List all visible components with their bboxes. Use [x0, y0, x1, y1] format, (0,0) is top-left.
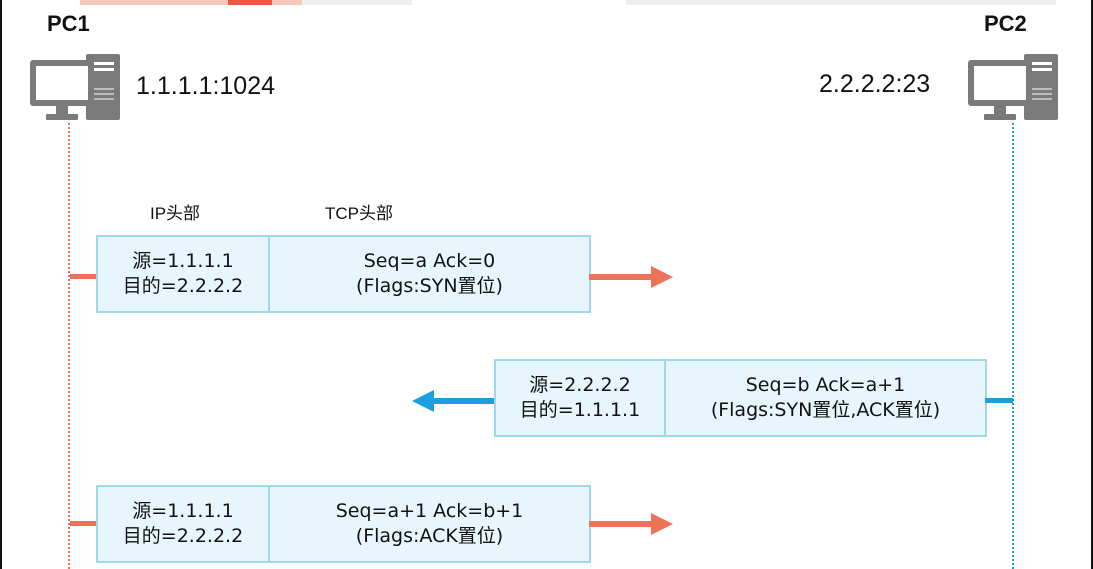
packet-1-arrow-tail [70, 274, 98, 279]
top-highlight-strip-accent [228, 0, 272, 5]
packet-src: 源=1.1.1.1 [132, 500, 234, 522]
frame-border-right [1091, 0, 1093, 569]
packet-src: 源=2.2.2.2 [529, 374, 631, 396]
packet-tcp-header: Seq=a Ack=0 (Flags:SYN置位) [270, 237, 589, 311]
frame-border-left [0, 0, 2, 569]
computer-icon [968, 54, 1058, 120]
computer-icon [30, 54, 120, 120]
packet-3-arrow-tail [70, 521, 98, 526]
packet-dst: 目的=1.1.1.1 [519, 399, 641, 421]
packet-flags: (Flags:SYN置位) [356, 275, 503, 297]
packet-ip-header: 源=2.2.2.2 目的=1.1.1.1 [496, 361, 666, 435]
packet-2-arrow-tail [985, 398, 1013, 403]
packet-syn-ack: 源=2.2.2.2 目的=1.1.1.1 Seq=b Ack=a+1 (Flag… [494, 359, 987, 437]
packet-ip-header: 源=1.1.1.1 目的=2.2.2.2 [98, 487, 270, 561]
pc1-address: 1.1.1.1:1024 [136, 72, 276, 100]
arrow-left-icon [412, 390, 496, 412]
packet-seq-ack: Seq=a+1 Ack=b+1 [335, 500, 524, 522]
packet-seq-ack: Seq=a Ack=0 [363, 250, 496, 272]
pc1-label: PC1 [47, 11, 90, 36]
packet-syn: 源=1.1.1.1 目的=2.2.2.2 Seq=a Ack=0 (Flags:… [96, 235, 591, 313]
packet-tcp-header: Seq=a+1 Ack=b+1 (Flags:ACK置位) [270, 487, 589, 561]
packet-flags: (Flags:ACK置位) [355, 525, 504, 547]
arrow-right-icon [589, 513, 673, 535]
packet-tcp-header: Seq=b Ack=a+1 (Flags:SYN置位,ACK置位) [666, 361, 985, 435]
pc2-address: 2.2.2.2:23 [819, 70, 931, 98]
tcp-header-label: TCP头部 [325, 204, 393, 223]
packet-flags: (Flags:SYN置位,ACK置位) [710, 399, 941, 421]
ip-header-label: IP头部 [150, 204, 201, 223]
packet-seq-ack: Seq=b Ack=a+1 [745, 374, 906, 396]
packet-dst: 目的=2.2.2.2 [122, 525, 244, 547]
top-gray-strip [302, 0, 412, 5]
pc2-lifeline [1012, 118, 1014, 569]
top-highlight-strip [80, 0, 302, 5]
top-gray-strip-right [626, 0, 1056, 5]
pc2-label: PC2 [984, 11, 1027, 36]
packet-ack: 源=1.1.1.1 目的=2.2.2.2 Seq=a+1 Ack=b+1 (Fl… [96, 485, 591, 563]
arrow-right-icon [589, 266, 673, 288]
pc1-lifeline [68, 118, 70, 569]
packet-dst: 目的=2.2.2.2 [122, 275, 244, 297]
packet-src: 源=1.1.1.1 [132, 250, 234, 272]
packet-ip-header: 源=1.1.1.1 目的=2.2.2.2 [98, 237, 270, 311]
